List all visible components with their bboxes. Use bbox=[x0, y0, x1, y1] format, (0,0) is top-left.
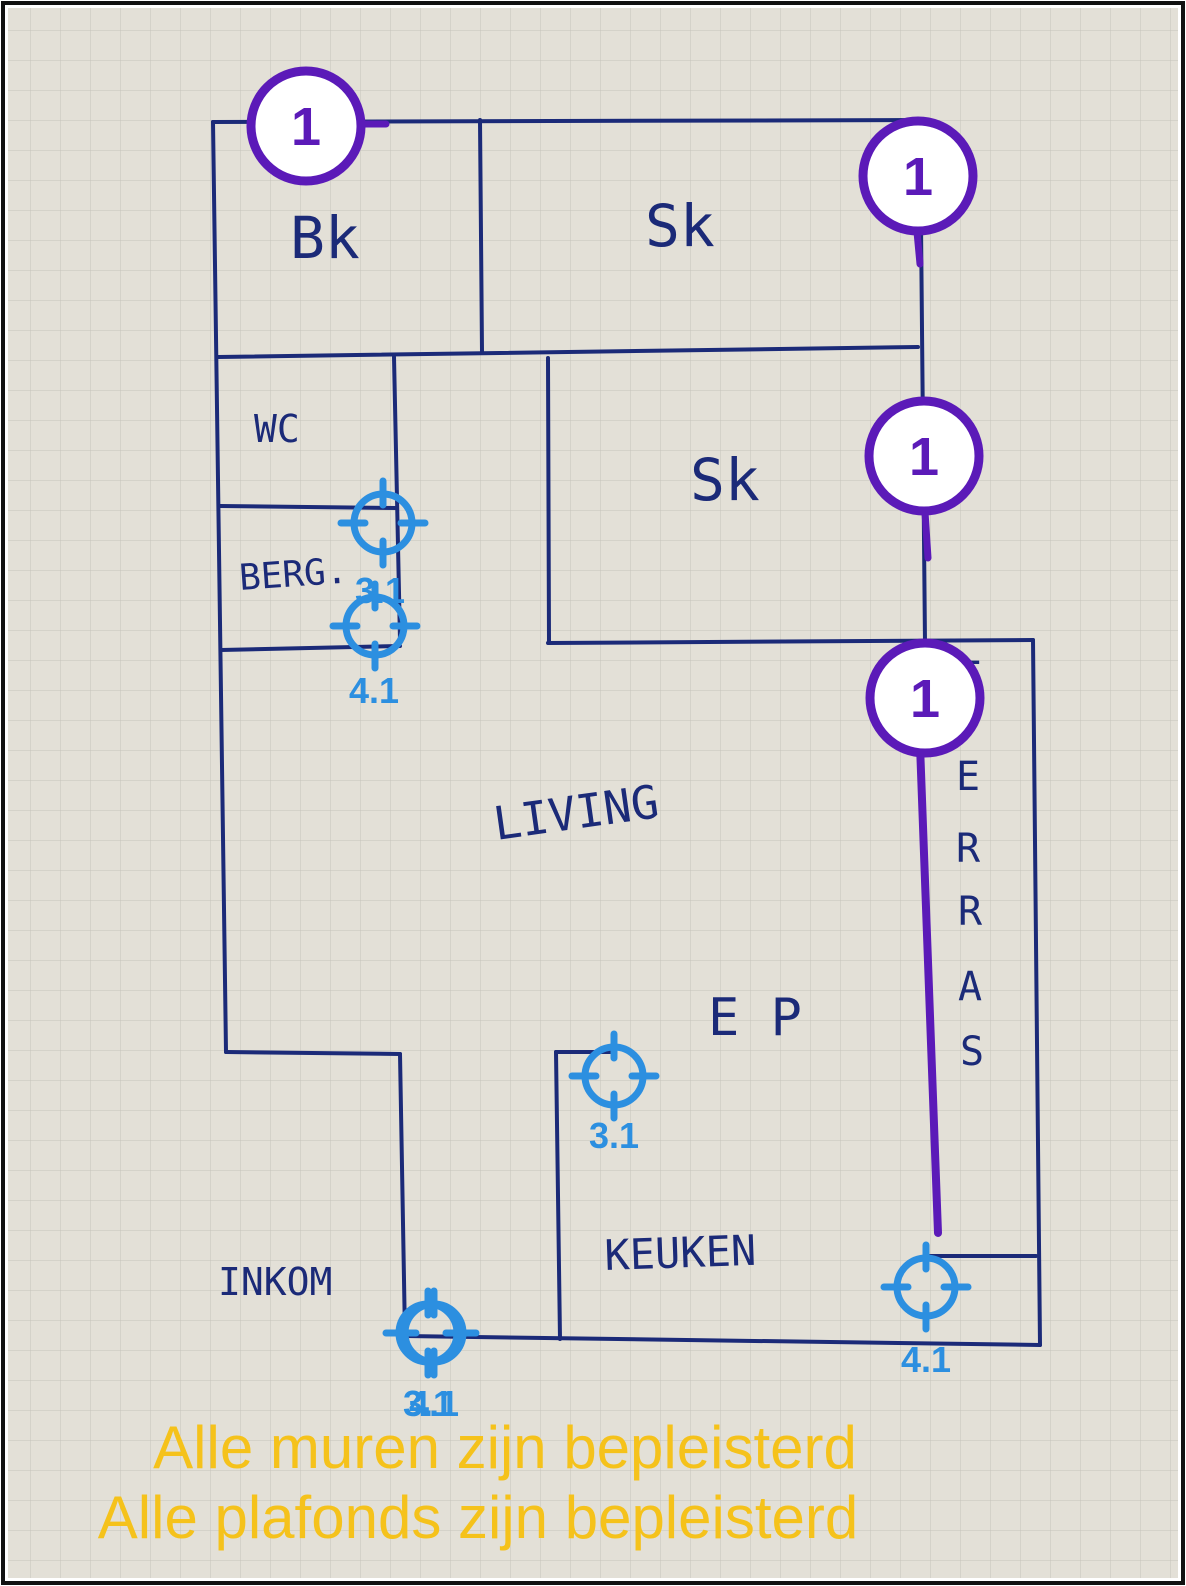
marker-label: 4.1 bbox=[349, 670, 399, 711]
room-label-ep: E P bbox=[708, 988, 802, 1048]
badge-circle bbox=[246, 66, 366, 186]
badge-connector bbox=[921, 508, 932, 562]
wall-outer-bottom bbox=[403, 1334, 1042, 1347]
badge-number: 1 bbox=[291, 97, 321, 157]
badge-circle bbox=[864, 396, 984, 516]
note-ceilings: Alle plafonds zijn bepleisterd bbox=[98, 1484, 858, 1551]
room-label-wc: WC bbox=[254, 407, 300, 451]
wall-inkom-ledge bbox=[224, 1050, 402, 1056]
marker-label: 4.1 bbox=[901, 1339, 951, 1380]
room-label-sk-mid: Sk bbox=[690, 446, 760, 514]
terras-letter: S bbox=[960, 1029, 984, 1075]
badge-number: 1 bbox=[909, 427, 939, 487]
note-walls: Alle muren zijn bepleisterd bbox=[153, 1414, 857, 1481]
badge-number: 1 bbox=[903, 147, 933, 207]
paper-grid bbox=[8, 8, 1178, 1578]
wall-badge[interactable]: 1 bbox=[864, 396, 984, 516]
wall-upper-corridor bbox=[216, 345, 920, 359]
wall-wc-berg-divider bbox=[218, 504, 398, 510]
terras-letter: E bbox=[956, 754, 980, 800]
crosshair-markers bbox=[329, 477, 972, 1379]
marker-label: 3.1 bbox=[355, 570, 405, 611]
walls bbox=[211, 118, 1042, 1347]
wall-badge[interactable]: 1 bbox=[858, 116, 978, 236]
badge-circle bbox=[865, 638, 985, 758]
crosshair-marker[interactable] bbox=[329, 580, 421, 672]
badge-connector bbox=[913, 228, 924, 268]
terras-letter: R bbox=[958, 889, 983, 935]
badge-number: 1 bbox=[910, 669, 940, 729]
wall-outer-left bbox=[211, 120, 228, 1054]
badge-circle bbox=[858, 116, 978, 236]
wall-berg-bottom bbox=[219, 644, 402, 652]
marker-label: 3.1 bbox=[403, 1383, 453, 1424]
wall-badge[interactable]: 1 bbox=[865, 638, 985, 758]
terras-letter: R bbox=[956, 826, 981, 872]
wall-sk-left bbox=[546, 356, 551, 645]
terras-letter: A bbox=[958, 964, 982, 1010]
room-label-sk-top: Sk bbox=[645, 192, 715, 260]
wall-badge[interactable]: 1 bbox=[246, 66, 366, 186]
wall-outer-right-lower bbox=[1031, 638, 1042, 1347]
marker-label: 4.1 bbox=[409, 1383, 459, 1424]
wall-terras-top bbox=[546, 638, 1035, 645]
room-label-keuken: KEUKEN bbox=[604, 1226, 757, 1280]
wall-inkom-left bbox=[398, 1052, 407, 1338]
highlighted-wall[interactable] bbox=[916, 741, 942, 1237]
wall-keuken-left bbox=[554, 1050, 562, 1341]
crosshair-marker[interactable] bbox=[880, 1241, 972, 1333]
marker-label: 3.1 bbox=[589, 1115, 639, 1156]
room-label-inkom: INKOM bbox=[218, 1260, 332, 1304]
crosshair-marker[interactable] bbox=[388, 1287, 480, 1379]
room-label-berg: BERG. bbox=[238, 551, 349, 599]
room-label-bk: Bk bbox=[290, 204, 360, 272]
crosshair-marker[interactable] bbox=[337, 477, 429, 569]
wall-bk-sk-divider bbox=[478, 118, 484, 354]
crosshair-marker[interactable] bbox=[568, 1030, 660, 1122]
